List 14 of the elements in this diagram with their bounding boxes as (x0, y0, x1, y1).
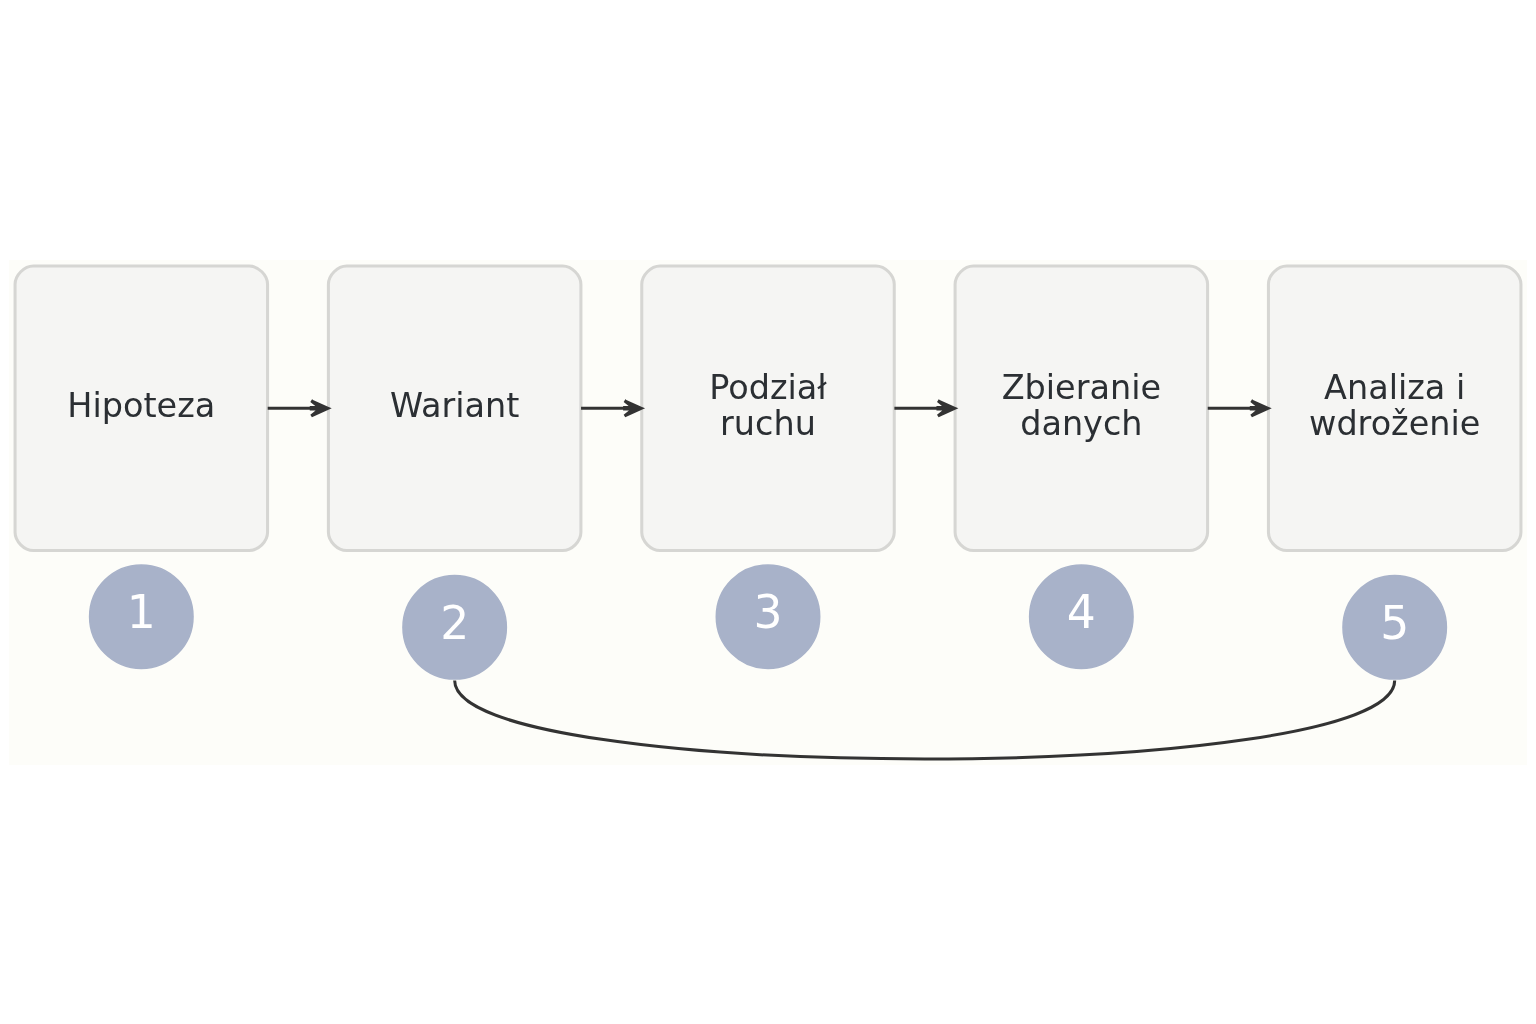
node-box: Analiza i wdroženie (1266, 264, 1523, 552)
arrow (267, 398, 330, 417)
arrow (1207, 398, 1270, 417)
node-box: Hipoteza (13, 264, 270, 552)
node-circle: 2 (402, 574, 508, 680)
node-box: Wariant (326, 264, 583, 552)
arrow (894, 398, 957, 417)
arrow (581, 398, 643, 417)
node-circle: 5 (1342, 574, 1448, 680)
node-box: Podział ruchu (640, 264, 896, 552)
node-box: Zbieranie danych (953, 264, 1210, 552)
node-circle: 1 (88, 563, 194, 669)
node-circle: 4 (1028, 563, 1134, 669)
node-circle: 3 (715, 563, 821, 669)
